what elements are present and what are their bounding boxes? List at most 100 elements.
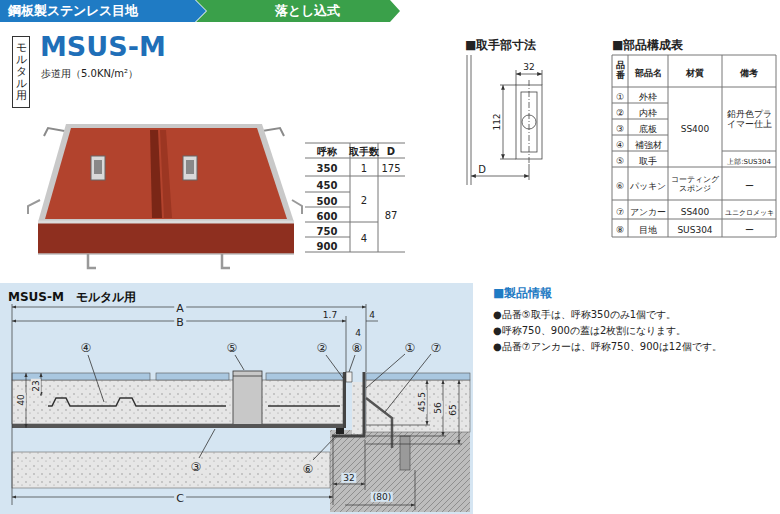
- section-title: ■部品構成表: [612, 38, 683, 52]
- label-holder: ⑤: [616, 150, 624, 168]
- table-header: 備考: [740, 68, 758, 78]
- label-holder: ⑦: [616, 200, 624, 218]
- table-cell: 600: [317, 210, 338, 221]
- label-holder: 取手数: [349, 141, 379, 159]
- table-cell: 鉛丹色プライマー仕上: [724, 109, 774, 130]
- label-holder: 4: [369, 304, 375, 322]
- note: ●品番⑦アンカーは、呼称750、900は12個です。: [493, 341, 722, 352]
- title-holder: MSUS-M: [40, 31, 166, 62]
- handle-drawing: [467, 55, 542, 185]
- callout-number: ①: [405, 341, 416, 355]
- table-grid: [612, 55, 776, 237]
- dimension: 32: [523, 62, 534, 72]
- label-holder: ①: [405, 338, 416, 356]
- label-holder: 1.7: [323, 304, 337, 322]
- category-box: モルタル用: [12, 36, 30, 108]
- node-text: モルタル用: [16, 42, 27, 102]
- dimension: B: [174, 316, 186, 329]
- table-header: 品番: [616, 61, 625, 81]
- dimension: 4: [369, 310, 375, 320]
- dimension: 56: [433, 400, 443, 415]
- label-holder: 56: [427, 400, 445, 415]
- label-holder: ⑥: [301, 459, 316, 477]
- label-holder: ⑥: [616, 174, 624, 192]
- part-number: ⑤: [616, 156, 624, 166]
- table-header: D: [387, 146, 395, 157]
- label-holder: 取手: [639, 150, 657, 168]
- label-holder: 112: [486, 113, 504, 130]
- table-cell: 900: [317, 240, 338, 251]
- label-holder: 65: [442, 402, 460, 417]
- label-holder: 上部:SUS304: [727, 150, 771, 168]
- table-cell: 87: [385, 210, 398, 221]
- table-cell: 上部:SUS304: [727, 158, 771, 166]
- table-cell: パッキン: [630, 180, 666, 190]
- table-header: 部品名: [635, 68, 662, 78]
- label-holder: 900: [317, 235, 338, 253]
- label-holder: 32: [523, 56, 534, 74]
- section-heading: MSUS-M モルタル用: [8, 290, 136, 304]
- label-holder: ⑧: [616, 219, 624, 237]
- table-cell: SUS304: [677, 225, 712, 235]
- table-cell: 取手: [639, 156, 657, 166]
- label-holder: 1: [361, 158, 367, 176]
- dimension: D: [478, 164, 486, 175]
- part-number: ②: [616, 108, 624, 118]
- table-cell: ユニクロメッキ: [725, 208, 774, 216]
- callout-number: ④: [81, 341, 92, 355]
- label-holder: ⑧: [352, 338, 363, 356]
- table-cell: 外枠: [639, 92, 657, 102]
- table-cell: 内枠: [639, 108, 657, 118]
- label-holder: 40: [10, 392, 28, 407]
- label-holder: 備考: [740, 62, 758, 80]
- label-holder: 4: [355, 322, 361, 340]
- label-holder: ④: [616, 134, 624, 152]
- callout-number: ②: [317, 341, 328, 355]
- section-panel: MSUS-M モルタル用: [0, 283, 473, 514]
- callout-number: ⑦: [431, 341, 442, 355]
- label-holder: 175: [381, 158, 400, 176]
- table-cell: 2: [361, 195, 367, 206]
- label-holder: ③: [189, 457, 204, 475]
- dimension: 23: [31, 378, 41, 393]
- table-cell: 175: [381, 163, 400, 174]
- label-holder: 部品名: [635, 62, 662, 80]
- label-holder: SUS304: [677, 219, 712, 237]
- dimension: 1.7: [323, 310, 337, 320]
- label-holder: ●呼称750、900の蓋は2枚割になります。: [493, 320, 686, 338]
- part-number: ⑧: [616, 225, 624, 235]
- part-number: ⑥: [616, 180, 624, 190]
- label-holder: 32: [341, 467, 356, 485]
- leader-lines: [88, 354, 431, 460]
- table-cell: 4: [361, 233, 367, 244]
- label-holder: ●品番⑦アンカーは、呼称750、900は12個です。: [493, 336, 722, 354]
- label-holder: ⑦: [431, 338, 442, 356]
- label-holder: SS400: [681, 200, 710, 218]
- note: ●品番⑤取手は、呼称350のみ1個です。: [493, 309, 676, 320]
- label-holder: パッキン: [630, 174, 666, 192]
- table-cell: ー: [745, 225, 754, 235]
- label-holder: ●品番⑤取手は、呼称350のみ1個です。: [493, 304, 676, 322]
- label-holder: 目地: [639, 219, 657, 237]
- dimension: 40: [16, 392, 26, 407]
- dimension: 32: [341, 473, 356, 483]
- table-cell: アンカー: [630, 206, 666, 216]
- table-cell: 1: [361, 163, 367, 174]
- section-title: ■製品情報: [493, 286, 552, 300]
- subtitle: 歩道用（5.0KN/m²）: [41, 68, 138, 79]
- header-banner: 落とし込式: [196, 0, 400, 22]
- label-holder: ②: [616, 102, 624, 120]
- section-title: ■取手部寸法: [465, 38, 536, 52]
- label-holder: ②: [317, 338, 328, 356]
- header-banner: 鋼板製ステンレス目地: [0, 0, 207, 22]
- label-holder: ー: [745, 219, 754, 237]
- label-holder: 底板: [639, 118, 657, 136]
- part-number: ③: [616, 124, 624, 134]
- table-cell: 補強材: [635, 140, 662, 150]
- part-number: ⑦: [616, 206, 624, 216]
- table-cell: 350: [317, 163, 338, 174]
- table-cell: 目地: [639, 225, 657, 235]
- table-header: 呼称: [317, 146, 337, 157]
- label-holder: D: [478, 159, 486, 177]
- table-cell: コーティングスポンジ: [669, 174, 721, 192]
